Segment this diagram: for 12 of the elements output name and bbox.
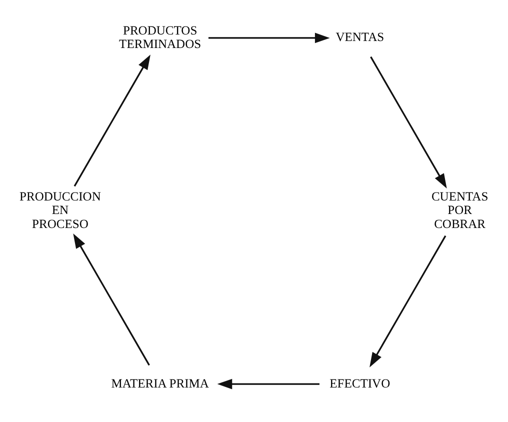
- arrow: [208, 32, 330, 44]
- node-text: CUENTAS POR COBRAR: [431, 190, 488, 231]
- arrow: [370, 56, 447, 189]
- arrow: [217, 378, 320, 390]
- node-text: PRODUCTOS TERMINADOS: [119, 23, 202, 51]
- node-text: MATERIA PRIMA: [111, 376, 209, 390]
- arrow: [74, 54, 150, 187]
- node-text: PRODUCCION EN PROCESO: [20, 190, 101, 231]
- node-text: VENTAS: [336, 30, 384, 44]
- node-text: EFECTIVO: [330, 376, 390, 390]
- arrow: [370, 235, 446, 368]
- arrow: [73, 233, 150, 366]
